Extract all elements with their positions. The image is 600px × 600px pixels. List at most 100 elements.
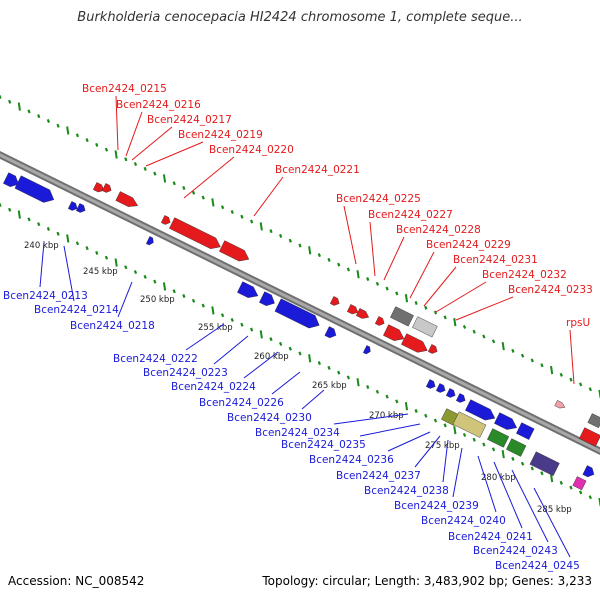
tick-mark (279, 233, 283, 238)
gene-reverse (425, 379, 436, 389)
gene-forward (554, 400, 566, 409)
gene-reverse (494, 412, 518, 430)
gene-label-reverse: Bcen2424_0239 (394, 500, 479, 512)
tick-mark (220, 313, 225, 318)
tick-mark (114, 150, 118, 159)
tick-mark (259, 222, 263, 231)
tick-mark (501, 341, 505, 351)
tick-mark (269, 229, 273, 234)
tick-mark (46, 118, 51, 123)
kbp-label: 240 kbp (24, 241, 59, 251)
gene-label-forward-leader (409, 251, 435, 299)
gene-forward (374, 316, 385, 326)
tick-mark (375, 281, 380, 286)
gene-forward (390, 306, 414, 327)
tick-mark (104, 255, 109, 260)
gene-reverse (487, 428, 510, 448)
kbp-label: 245 kbp (83, 267, 118, 277)
tick-mark (356, 378, 360, 387)
gene-label-forward-leader (369, 221, 376, 277)
tick-mark (443, 315, 447, 320)
gene-label-forward-leader (569, 329, 575, 385)
gene-reverse (455, 393, 466, 403)
gene-reverse (362, 345, 371, 355)
gene-label-forward-leader (455, 296, 514, 321)
tick-mark (95, 250, 99, 255)
tick-mark (75, 241, 80, 246)
gene-label-reverse: Bcen2424_0224 (171, 381, 256, 393)
gene-label-reverse-leader (63, 245, 75, 302)
tick-mark (298, 243, 302, 248)
gene-label-forward: Bcen2424_0221 (275, 164, 360, 176)
tick-mark (579, 490, 583, 495)
gene-reverse (67, 201, 78, 211)
tick-mark (491, 339, 496, 344)
gene-forward (579, 427, 600, 447)
tick-mark (153, 279, 157, 284)
tick-mark (424, 413, 428, 418)
tick-mark (124, 265, 128, 270)
tick-mark (288, 346, 292, 351)
tick-mark (482, 334, 486, 339)
tick-mark (249, 219, 254, 224)
gene-reverse (582, 465, 595, 478)
tick-mark (550, 473, 554, 483)
tick-mark (143, 274, 147, 279)
tick-mark (472, 329, 476, 334)
tick-mark (279, 341, 283, 346)
kbp-label: 270 kbp (369, 411, 404, 421)
gene-forward (355, 308, 370, 319)
gene-labels[interactable]: Bcen2424_0215Bcen2424_0216Bcen2424_0217B… (3, 83, 593, 572)
gene-reverse (465, 399, 496, 421)
gene-label-forward-leader (423, 266, 457, 307)
gene-label-forward: Bcen2424_0231 (453, 254, 538, 266)
tick-mark (220, 205, 225, 210)
tick-mark (240, 322, 244, 327)
gene-label-forward-leader (131, 126, 173, 161)
tick-mark (453, 425, 457, 435)
gene-label-reverse-leader (39, 241, 45, 288)
gene-reverse (274, 298, 320, 329)
gene-label-forward: Bcen2424_0227 (368, 209, 453, 221)
gene-forward (169, 217, 221, 249)
gene-reverse (75, 203, 86, 213)
tick-mark (588, 495, 592, 500)
gene-label-reverse: Bcen2424_0226 (199, 397, 284, 409)
tick-mark (540, 363, 544, 368)
tick-mark (327, 257, 331, 262)
tick-mark (482, 442, 486, 447)
kbp-label: 255 kbp (198, 323, 233, 333)
gene-label-reverse-leader (533, 487, 571, 558)
kbp-label: 275 kbp (425, 441, 460, 451)
gene-label-reverse: Bcen2424_0235 (281, 439, 366, 451)
gene-reverse (259, 291, 275, 307)
tick-mark (317, 253, 321, 258)
gene-label-forward: rpsU (566, 317, 590, 329)
gene-label-forward: Bcen2424_0233 (508, 284, 593, 296)
tick-mark (8, 99, 12, 104)
gene-label-forward: Bcen2424_0219 (178, 129, 263, 141)
tick-mark (17, 210, 21, 219)
tick-mark (433, 310, 438, 315)
tick-mark (491, 447, 496, 452)
tick-mark (569, 377, 573, 382)
tick-mark (414, 408, 418, 413)
tick-mark (395, 291, 399, 296)
tick-mark (66, 126, 70, 135)
tick-mark (511, 456, 515, 461)
gene-reverse (572, 476, 587, 491)
tick-mark (211, 306, 215, 315)
gene-label-reverse-leader (213, 335, 249, 365)
tick-mark (191, 190, 196, 195)
tick-mark (46, 226, 51, 231)
gene-features[interactable] (3, 172, 600, 491)
gene-label-reverse-leader (493, 461, 523, 529)
tick-mark (172, 181, 176, 186)
accession-text: Accession: NC_008542 (8, 574, 145, 588)
tick-mark (443, 423, 447, 428)
gene-reverse (435, 383, 446, 393)
gene-forward (92, 182, 105, 193)
gene-label-reverse-leader (359, 423, 421, 437)
